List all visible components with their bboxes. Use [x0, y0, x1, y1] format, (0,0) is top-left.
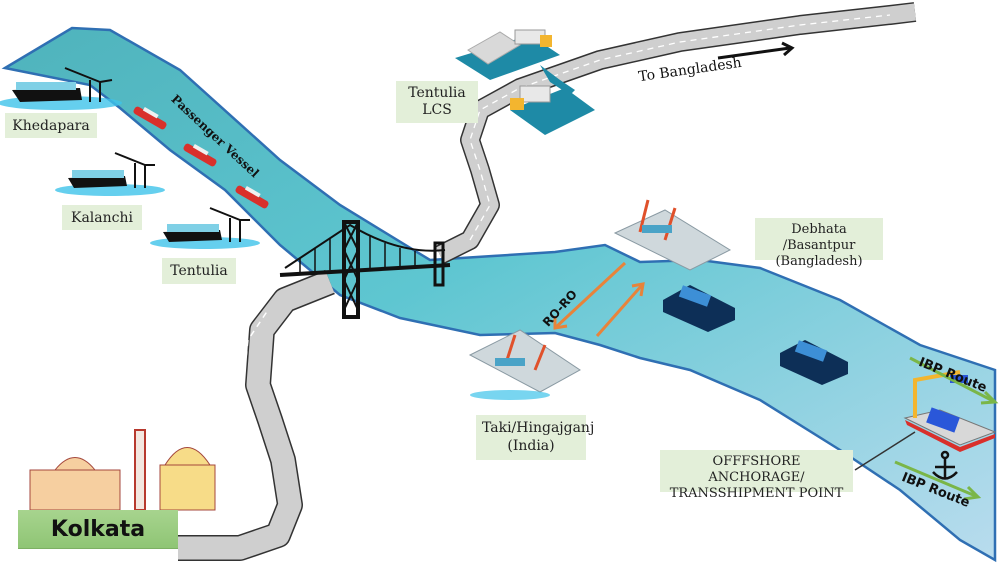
container-port-icon	[510, 88, 595, 135]
cargo-ship-icon	[163, 230, 222, 242]
label-tentulia-lcs: Tentulia LCS	[396, 81, 478, 123]
cargo-ship-icon	[12, 88, 82, 102]
offshore-pointer-arrow-icon	[854, 431, 916, 471]
label-text: TRANSSHIPMENT POINT	[669, 486, 844, 501]
taki-terminal	[468, 329, 581, 400]
label-tentulia: Tentulia	[162, 258, 236, 284]
label-text: Khedapara	[12, 118, 90, 134]
khedapara-port	[0, 67, 122, 110]
warehouse-icon	[467, 31, 521, 65]
passenger-vessel-icon	[235, 185, 269, 209]
tentulia-port	[150, 207, 260, 249]
suspension-bridge-icon	[279, 220, 451, 319]
label-offshore: OFFFSHORE ANCHORAGE/ TRANSSHIPMENT POINT	[660, 450, 853, 501]
to-bangladesh-arrow-icon	[717, 41, 795, 60]
passenger-vessel-icon	[183, 143, 217, 167]
label-kalanchi: Kalanchi	[62, 205, 142, 230]
tentulia-lcs	[455, 29, 595, 135]
label-text: OFFFSHORE ANCHORAGE/	[708, 454, 805, 485]
label-debhata: Debhata /Basantpur (Bangladesh)	[755, 218, 883, 269]
container-ship-icon	[663, 285, 735, 332]
label-text: Debhata /Basantpur	[782, 222, 856, 253]
label-text: (Bangladesh)	[775, 254, 863, 269]
label-kolkata: Kolkata	[18, 510, 178, 549]
cargo-ship-icon	[68, 176, 127, 188]
label-text: Tentulia	[408, 85, 466, 101]
gantry-crane-icon	[114, 152, 155, 188]
anchor-icon	[932, 450, 958, 480]
kalanchi-port	[55, 152, 165, 196]
passenger-vessel-icon	[133, 106, 167, 130]
label-text: Kolkata	[50, 516, 146, 542]
label-text: Taki/Hingajganj	[482, 420, 595, 436]
ibp-arrows	[894, 356, 999, 501]
roro-arrows	[553, 261, 645, 337]
label-taki: Taki/Hingajganj (India)	[476, 415, 595, 460]
gantry-crane-icon	[209, 207, 250, 242]
label-text: Kalanchi	[71, 210, 133, 226]
road-to-bangladesh	[435, 2, 917, 264]
road-to-kolkata	[177, 269, 335, 561]
city-skyline-icon	[29, 429, 216, 511]
debhata-terminal	[613, 199, 732, 271]
label-text: (India)	[507, 438, 555, 454]
label-khedapara: Khedapara	[5, 113, 97, 138]
container-ship-icon	[780, 340, 848, 385]
gantry-crane-icon	[64, 67, 113, 102]
label-text: Tentulia	[170, 263, 228, 279]
label-text: LCS	[422, 102, 452, 118]
passenger-vessels	[133, 106, 269, 209]
